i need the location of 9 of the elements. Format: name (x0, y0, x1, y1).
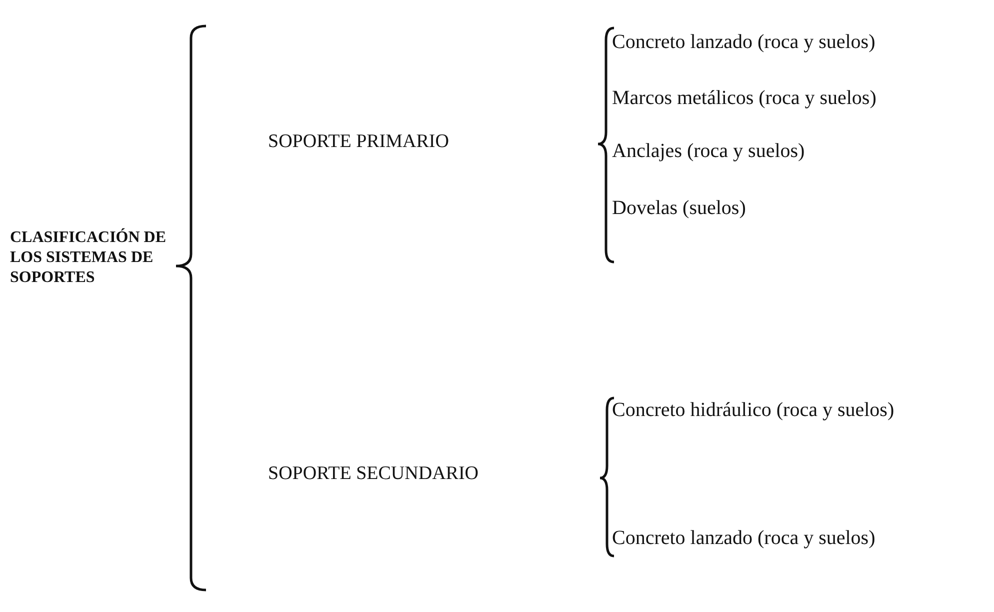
root-heading: CLASIFICACIÓN DE LOS SISTEMAS DE SOPORTES (10, 228, 168, 288)
item-text: Concreto lanzado (roca y suelos) (612, 30, 876, 55)
item-text: Concreto lanzado (roca y suelos) (612, 526, 876, 551)
item-text: Concreto hidráulico (roca y suelos) (612, 398, 894, 423)
item-text: Dovelas (suelos) (612, 196, 746, 221)
category-text: SOPORTE SECUNDARIO (268, 462, 479, 486)
category-text: SOPORTE PRIMARIO (268, 130, 449, 154)
item-text: Marcos metálicos (roca y suelos) (612, 86, 876, 111)
item-text: Anclajes (roca y suelos) (612, 139, 805, 164)
